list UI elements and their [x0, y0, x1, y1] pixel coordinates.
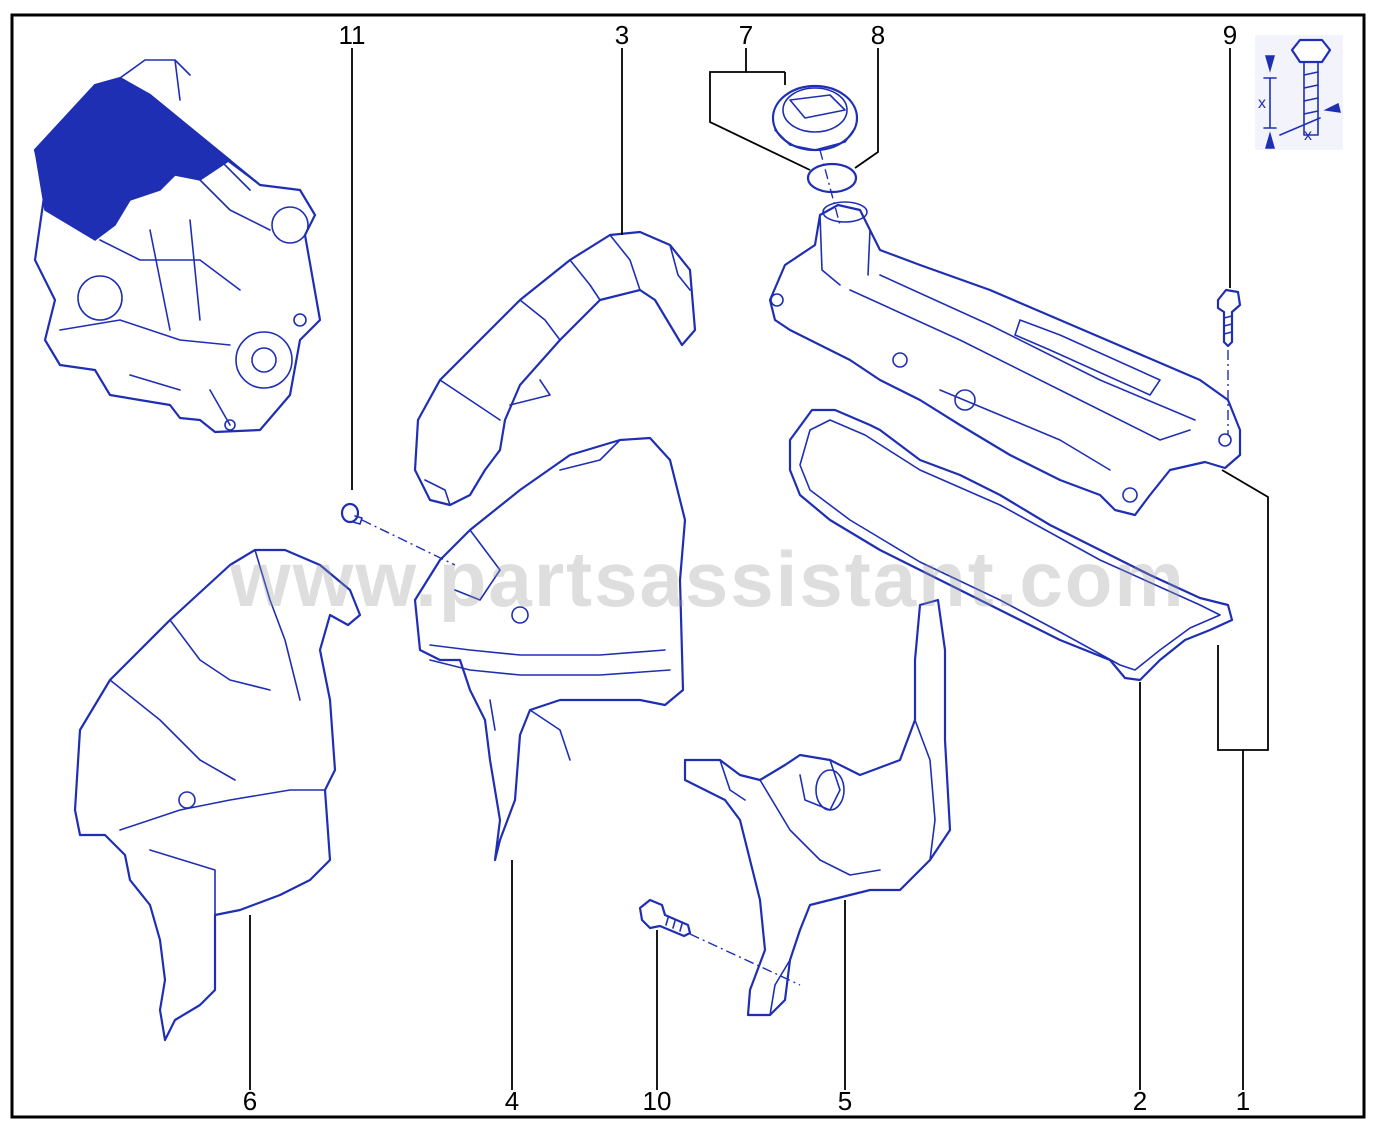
part-5-inner-timing-cover	[683, 598, 952, 1017]
callout-6: 6	[243, 1086, 257, 1116]
callout-11: 11	[339, 20, 366, 50]
part-4-middle-timing-cover	[413, 436, 687, 862]
axis-cap-to-neck	[819, 149, 841, 226]
torque-legend-x2: x	[1304, 127, 1312, 144]
axis-bolt-10	[689, 933, 801, 986]
callout-labels: 11 3 7 8 9 6 4 10 5 2 1	[243, 20, 1250, 1116]
leader-lines	[249, 48, 1269, 1090]
leader-1	[1217, 469, 1269, 751]
watermark: www.partsassistant.com	[229, 535, 1186, 623]
callout-9: 9	[1223, 20, 1237, 50]
callout-8: 8	[871, 20, 885, 50]
part-9-bolt	[1216, 288, 1242, 348]
torque-legend-x1: x	[1258, 95, 1266, 112]
part-6-outer-timing-cover	[73, 548, 362, 1042]
callout-7: 7	[739, 20, 753, 50]
callout-10: 10	[643, 1086, 672, 1116]
part-7-oil-filler-cap	[771, 84, 859, 152]
part-8-seal-ring	[806, 162, 858, 194]
callout-3: 3	[615, 20, 629, 50]
part-2-rocker-cover-gasket	[788, 408, 1234, 682]
part-10-bolt	[638, 898, 692, 938]
callout-2: 2	[1133, 1086, 1147, 1116]
axis-fastener-11	[361, 519, 456, 566]
diagram-frame	[10, 13, 1366, 1119]
callout-5: 5	[838, 1086, 852, 1116]
part-3-upper-timing-cover	[413, 230, 697, 507]
callout-1: 1	[1236, 1086, 1250, 1116]
torque-legend-icon: x x	[1255, 35, 1343, 150]
leader-8	[854, 48, 879, 169]
leader-7	[709, 48, 811, 171]
engine-overview-illustration	[33, 59, 322, 434]
callout-4: 4	[505, 1086, 519, 1116]
part-1-rocker-cover	[768, 201, 1242, 517]
part-11-fastener	[340, 502, 363, 525]
